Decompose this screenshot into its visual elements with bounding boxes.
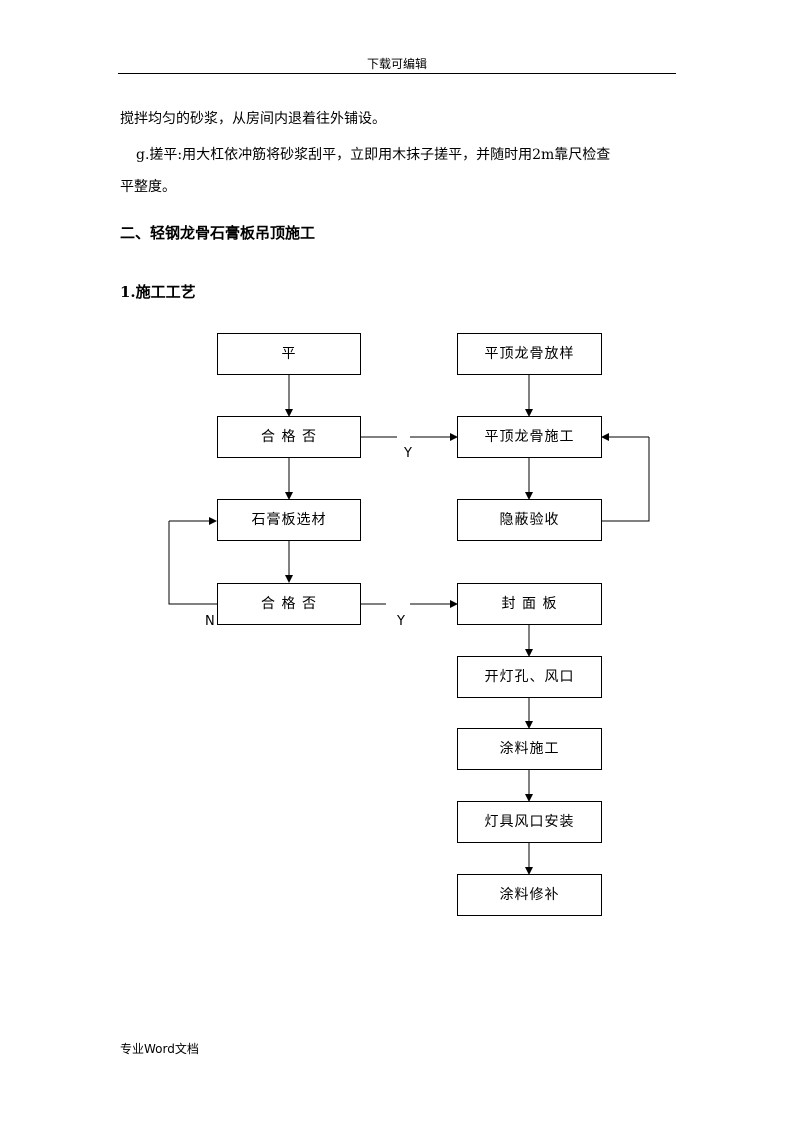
section-heading: 二、轻钢龙骨石膏板吊顶施工 xyxy=(120,224,316,242)
label-n: N xyxy=(205,614,215,629)
body-line-2: g.搓平:用大杠依冲筋将砂浆刮平，立即用木抹子搓平，并随时用2m靠尺检查 xyxy=(136,147,611,163)
flow-box-coating-repair: 涂料修补 xyxy=(457,874,602,916)
flow-box-gypsum-selection: 石膏板选材 xyxy=(217,499,361,541)
flow-box-fixture-install: 灯具风口安装 xyxy=(457,801,602,843)
body-line-1: 搅拌均匀的砂浆，从房间内退着往外铺设。 xyxy=(120,111,386,127)
flow-box-ping: 平 xyxy=(217,333,361,375)
body-line-3: 平整度。 xyxy=(120,179,176,195)
flow-box-qualified-1: 合 格 否 xyxy=(217,416,361,458)
flow-box-keel-layout: 平顶龙骨放样 xyxy=(457,333,602,375)
flow-box-qualified-2: 合 格 否 xyxy=(217,583,361,625)
subsection-heading: 1.施工工艺 xyxy=(120,283,196,301)
page-header: 下载可编辑 xyxy=(366,57,427,71)
flow-box-keel-construction: 平顶龙骨施工 xyxy=(457,416,602,458)
header-rule xyxy=(118,73,676,74)
label-y-1: Y xyxy=(404,446,412,461)
page-footer: 专业Word文档 xyxy=(120,1042,199,1056)
flow-box-cover-board: 封 面 板 xyxy=(457,583,602,625)
flow-box-concealed-inspection: 隐蔽验收 xyxy=(457,499,602,541)
label-y-2: Y xyxy=(397,614,405,629)
flow-box-light-holes: 开灯孔、风口 xyxy=(457,656,602,698)
loop-left xyxy=(168,521,217,605)
loop-right xyxy=(601,437,650,522)
flow-box-coating: 涂料施工 xyxy=(457,728,602,770)
